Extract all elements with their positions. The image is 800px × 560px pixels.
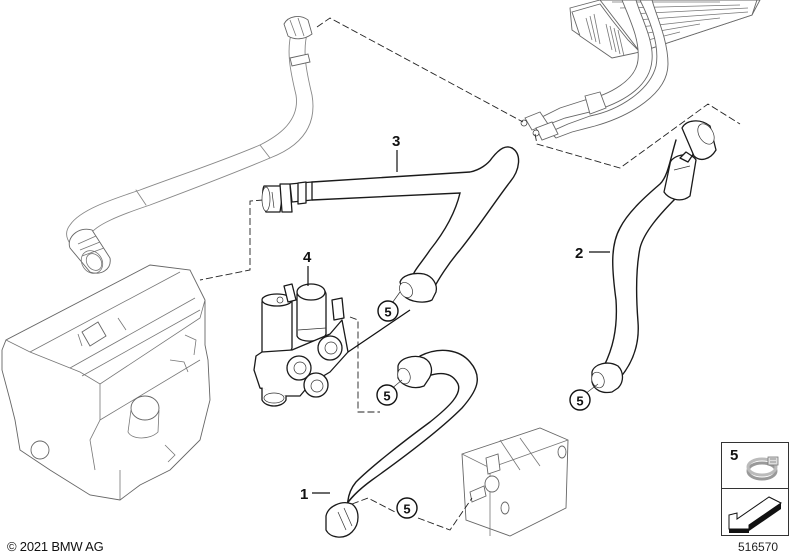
svg-text:5: 5 [384, 305, 391, 320]
expansion-tank [461, 427, 569, 537]
svg-text:5: 5 [576, 394, 583, 409]
leader-valve-line [347, 309, 411, 353]
hose-clamp-icon [746, 456, 779, 481]
part-labels: 3 4 2 1 [300, 133, 610, 503]
leader-heater-to-hose2 [534, 103, 741, 169]
image-number: 516570 [738, 540, 779, 554]
svg-text:5: 5 [403, 502, 410, 517]
leader-clamp-e [417, 497, 473, 531]
callout-clamp-c: 5 [569, 389, 591, 411]
hose-3 [261, 146, 520, 303]
leader-upper-hose-to-heater [316, 17, 524, 123]
engine-block [1, 264, 211, 501]
callout-clamp-a: 5 [377, 300, 399, 322]
svg-text:5: 5 [383, 389, 390, 404]
callout-clamp-b: 5 [376, 384, 398, 406]
legend-box: 5 [721, 442, 789, 536]
legend-part-number: 5 [730, 447, 739, 464]
legend-part-cell: 5 [722, 443, 788, 489]
copyright-notice: © 2021 BMW AG [7, 539, 104, 554]
upper-engine-hose [66, 16, 314, 274]
hose-1 [325, 349, 479, 538]
leader-clamp-d [351, 497, 396, 513]
leader-hose3-to-engine [199, 199, 264, 281]
label-part-3: 3 [392, 133, 400, 150]
arrow-down-left-icon [728, 496, 782, 533]
heater-control-valve [253, 283, 349, 407]
callout-clamp-d: 5 [396, 497, 418, 519]
heater-core [520, 0, 761, 141]
hose-2 [591, 120, 717, 394]
leader-valve-to-hose1 [349, 316, 380, 413]
label-part-4: 4 [303, 249, 312, 266]
label-part-2: 2 [575, 245, 583, 262]
label-part-1: 1 [300, 486, 308, 503]
